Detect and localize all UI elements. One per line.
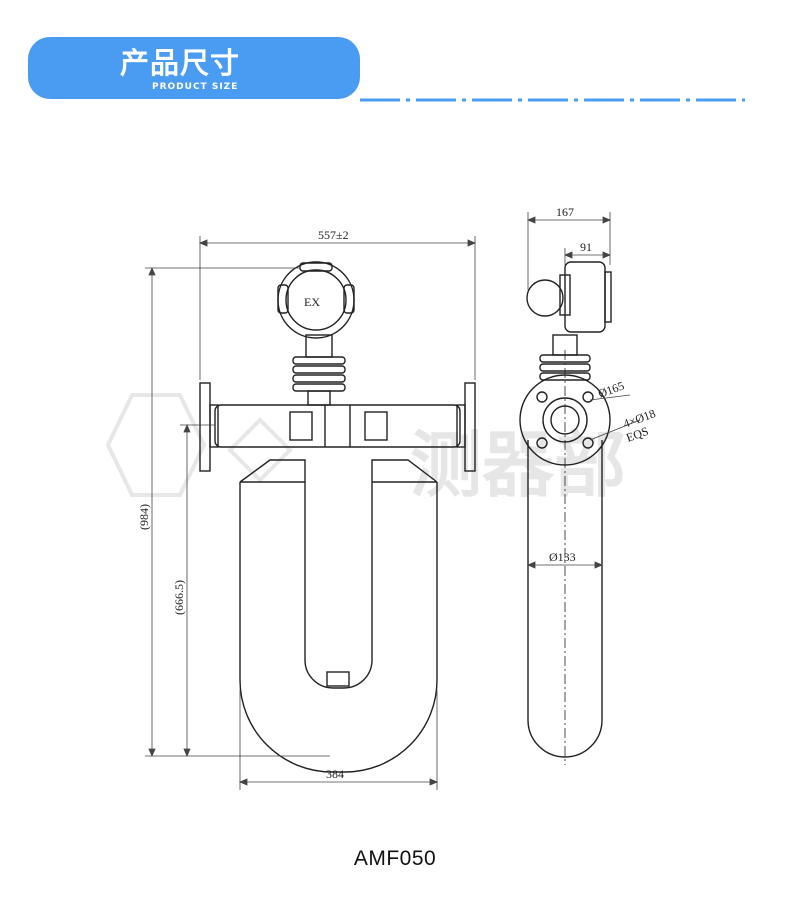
dim-overall-width: 557±2 — [318, 228, 349, 242]
dim-tube-diameter: Ø133 — [549, 550, 576, 564]
dim-tube-width: 384 — [326, 767, 344, 781]
watermark-text: 测器部 — [410, 423, 626, 507]
front-dimensions — [145, 236, 477, 790]
header-banner — [28, 37, 360, 99]
dim-depth: 167 — [556, 205, 574, 219]
header-subtitle: PRODUCT SIZE — [152, 82, 239, 92]
watermark-logo-icon — [105, 393, 293, 497]
side-dimensions — [526, 212, 641, 569]
header-title: 产品尺寸 — [120, 46, 241, 80]
dim-housing-offset: 91 — [580, 240, 592, 254]
front-view — [199, 261, 476, 773]
side-view — [519, 261, 612, 765]
model-label: AMF050 — [353, 847, 437, 870]
dim-tube-height: (666.5) — [172, 580, 186, 615]
dim-overall-height: (984) — [137, 504, 151, 530]
ex-mark: EX — [304, 295, 320, 309]
